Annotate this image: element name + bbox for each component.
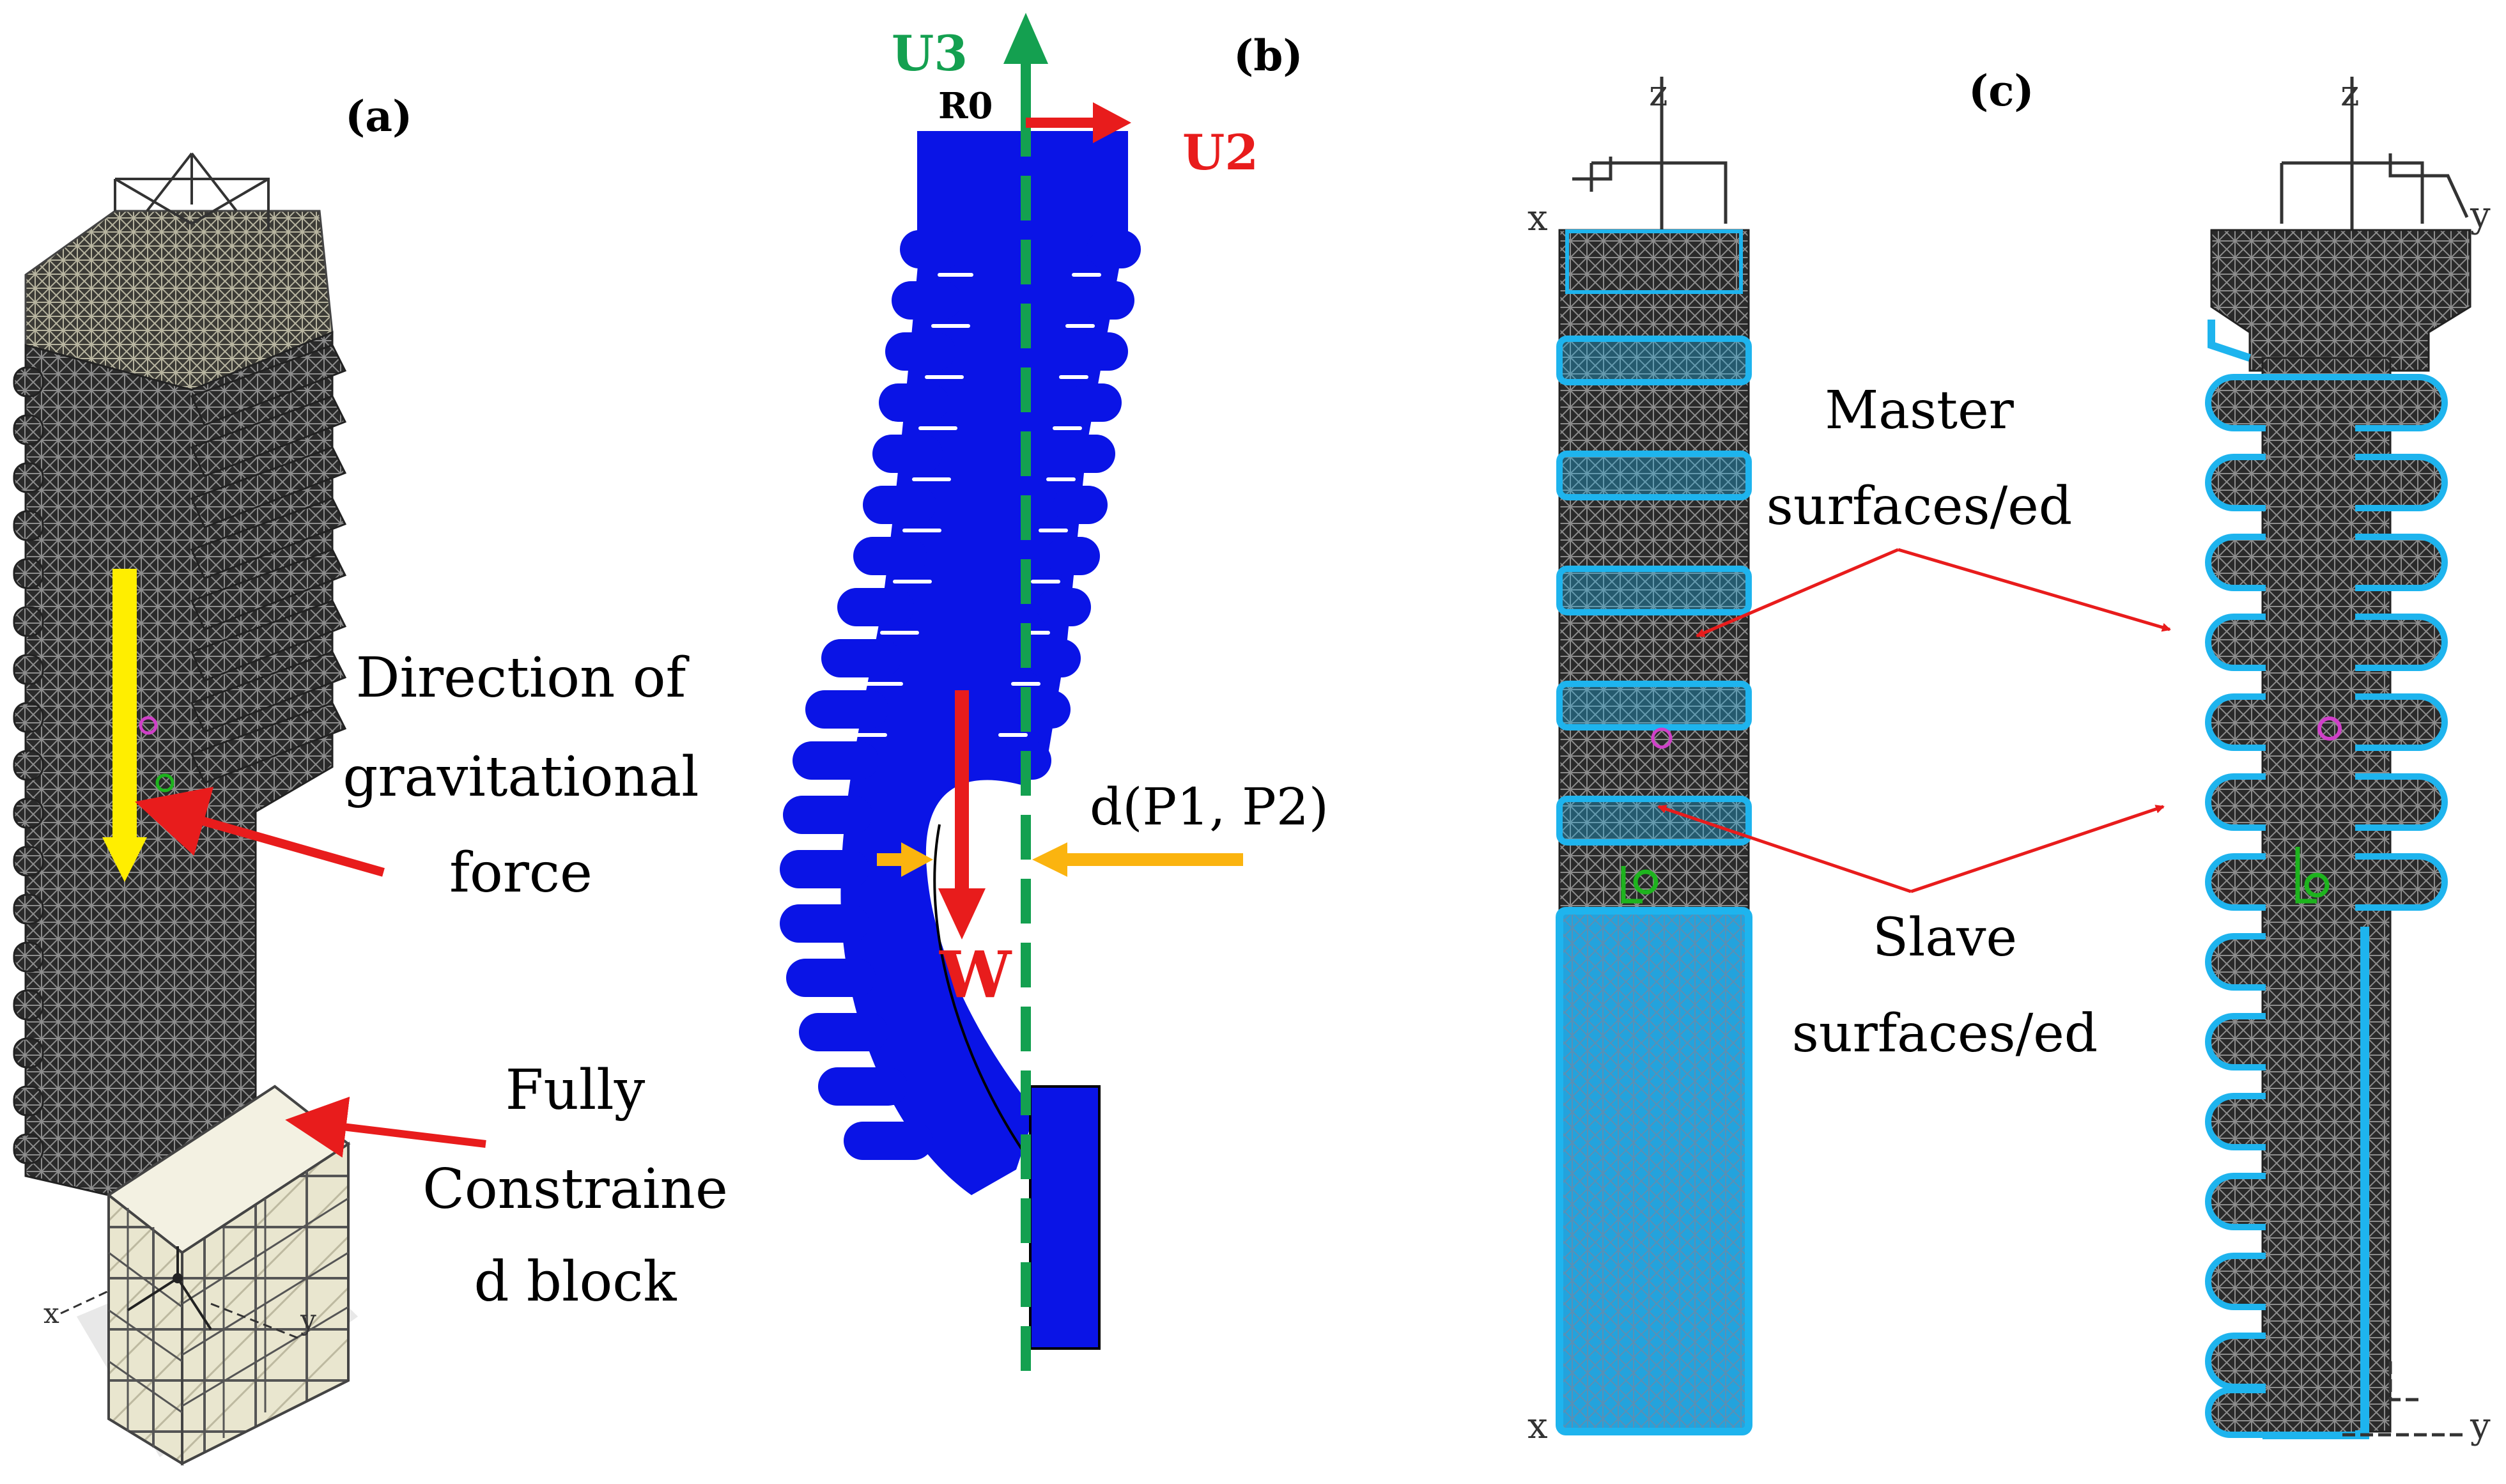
fin-slits	[848, 273, 1101, 737]
axis-lines-a	[60, 1290, 301, 1340]
left-cyan-band-fill	[1563, 342, 1745, 839]
left-marker-magenta	[1651, 727, 1673, 749]
slave-label-line1: Slave	[1873, 908, 2017, 968]
right-y-bottom-label: y	[2470, 1405, 2491, 1447]
right-head-cyan-edge	[2208, 320, 2251, 362]
distance-label: d(P1, P2)	[1090, 777, 1329, 837]
w-label: W	[939, 937, 1012, 1012]
panel-c: z x x	[1528, 66, 2491, 1447]
w-arrow-head	[938, 888, 986, 939]
panel-c-label: (c)	[1968, 66, 2034, 116]
orange-arrow-left-head	[901, 842, 933, 877]
right-y-top-label: y	[2470, 194, 2491, 236]
left-top-frame	[1565, 229, 1743, 294]
gravity-label-line2: gravitational	[343, 745, 699, 809]
right-marker-magenta	[2317, 716, 2342, 741]
top-wireframe	[114, 152, 270, 230]
u3-arrow-head	[1003, 13, 1048, 64]
marker-magenta	[139, 716, 158, 735]
panel-b-label: (b)	[1234, 31, 1303, 81]
master-label-line1: Master	[1825, 380, 2014, 441]
master-pointers	[1696, 548, 2171, 638]
bending-body	[840, 236, 1125, 1195]
block-label-line3: d block	[474, 1250, 677, 1314]
master-label-line2: surfaces/ed	[1767, 476, 2073, 537]
axis-y-label-a: y	[300, 1304, 316, 1336]
gravity-label-line3: force	[449, 841, 592, 905]
axis-x-label-a: x	[43, 1297, 59, 1330]
slave-label-line2: surfaces/ed	[1792, 1003, 2098, 1064]
main-body	[24, 330, 334, 1196]
gravity-label-line1: Direction of	[356, 646, 690, 710]
left-z-label: z	[1649, 73, 1668, 114]
right-marker-green	[2295, 847, 2330, 904]
orange-arrow-right-head	[1032, 842, 1067, 877]
slave-pointers	[1657, 805, 2165, 893]
ribs-left	[13, 366, 44, 1164]
panel-a: x y (a) Direction of gravitational force…	[13, 91, 728, 1466]
panel-b: U3 (b) R0 U2 W d(P1, P2)	[780, 13, 1329, 1371]
right-z-label: z	[2340, 73, 2360, 114]
block-label-line2: Constraine	[422, 1157, 728, 1221]
constrained-block	[106, 1085, 351, 1466]
fins-right	[997, 230, 1141, 780]
left-marker-green	[1621, 866, 1659, 904]
left-lower-cyan-block	[1556, 907, 1752, 1435]
left-x-bottom-label: x	[1528, 1405, 1548, 1447]
left-view: z x x	[1528, 73, 1752, 1447]
block-label-line1: Fully	[506, 1058, 646, 1122]
left-top-wireframe	[1572, 77, 1728, 230]
fins-left	[780, 230, 964, 1160]
panel-a-label: (a)	[345, 91, 412, 141]
right-top-wireframe	[2280, 77, 2469, 230]
right-view: z y y	[2205, 73, 2491, 1447]
gravity-pointer-arrow	[135, 787, 385, 877]
right-head	[2210, 229, 2471, 372]
right-bottom-corner	[2342, 1361, 2467, 1437]
left-x-top-label: x	[1528, 197, 1548, 239]
ribs-right	[190, 344, 347, 784]
u3-label: U3	[892, 25, 968, 82]
bottom-block	[1029, 1085, 1101, 1350]
left-cyan-bands	[1556, 336, 1752, 846]
u2-label: U2	[1182, 124, 1258, 181]
inner-curve	[933, 824, 1024, 1152]
r0-label: R0	[938, 85, 993, 127]
block-pointer-arrow	[285, 1096, 486, 1158]
right-spine-core	[2266, 383, 2355, 1432]
u2-arrow-head	[1093, 102, 1131, 143]
